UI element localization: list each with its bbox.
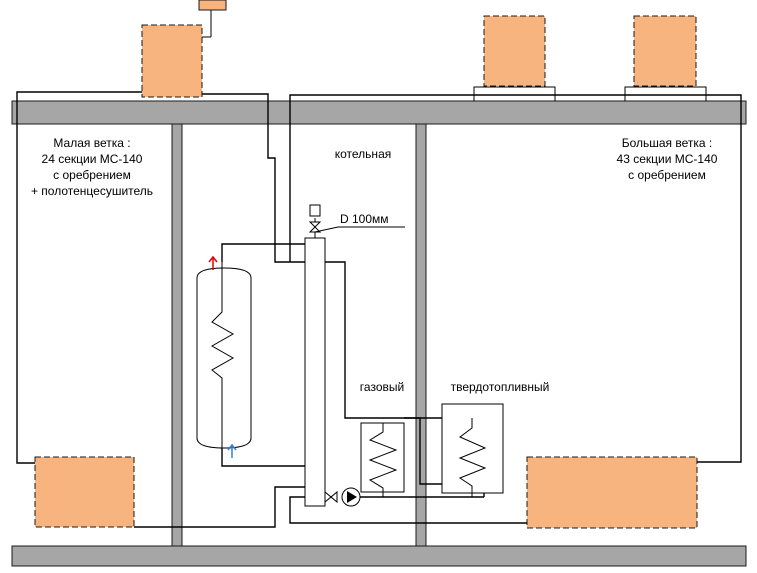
solid-fuel-boiler: [441, 403, 504, 494]
solid-fuel-boiler-coil: [458, 418, 487, 497]
pipe-small-branch-return: [16, 91, 142, 464]
radiator-bottom-left: [34, 456, 135, 528]
solid-fuel-boiler-label: твердотопливный: [451, 380, 550, 394]
pipe-heater-supply: [221, 243, 305, 262]
gas-boiler-coil: [368, 423, 398, 497]
radiator-top-left: [141, 24, 203, 98]
separator-vent-box: [309, 204, 321, 217]
air-vent-box: [198, 0, 227, 11]
wall-left: [171, 123, 183, 547]
boiler-room-label: котельная: [335, 147, 391, 161]
pipe-heater-return: [221, 448, 305, 467]
small-branch-label-line-4: + полотенцесушитель: [31, 184, 153, 198]
floor-slab: [11, 545, 747, 567]
radiator-top-middle: [483, 15, 546, 87]
water-heater-tank: [196, 267, 252, 449]
pump-arrow-icon: [347, 491, 357, 503]
ceiling-beam: [11, 100, 747, 125]
hot-arrow-icon: [208, 255, 218, 270]
big-branch-label-line-1: Большая ветка :: [622, 136, 713, 150]
radiator-top-right: [633, 15, 697, 87]
cold-arrow-icon: [227, 443, 237, 458]
diameter-label: D 100мм: [340, 212, 389, 226]
pipe-big-branch-supply: [289, 94, 742, 463]
gas-boiler-label: газовый: [360, 380, 404, 394]
small-branch-label-line-1: Малая ветка :: [53, 136, 130, 150]
pipe-big-branch-return: [289, 496, 527, 524]
radiator-bottom-right: [526, 456, 698, 529]
small-branch-label-line-3: с оребрением: [53, 168, 131, 182]
pipe-small-branch-supply: [202, 93, 305, 263]
check-valve: [324, 490, 338, 504]
diameter-leader: [314, 226, 405, 233]
gas-boiler: [360, 422, 405, 493]
separator-vent-valve: [308, 221, 322, 233]
water-heater-coil: [210, 262, 235, 466]
radiator-stand-right: [624, 86, 707, 101]
hydraulic-separator: [304, 237, 326, 507]
radiator-stand-middle: [473, 86, 556, 101]
big-branch-label-line-2: 43 секции МС-140: [617, 152, 718, 166]
big-branch-label-line-3: с оребрением: [628, 168, 706, 182]
small-branch-label-line-2: 24 секции МС-140: [42, 152, 143, 166]
pipe-bottom-left-return: [134, 486, 305, 528]
wall-middle: [415, 123, 427, 547]
